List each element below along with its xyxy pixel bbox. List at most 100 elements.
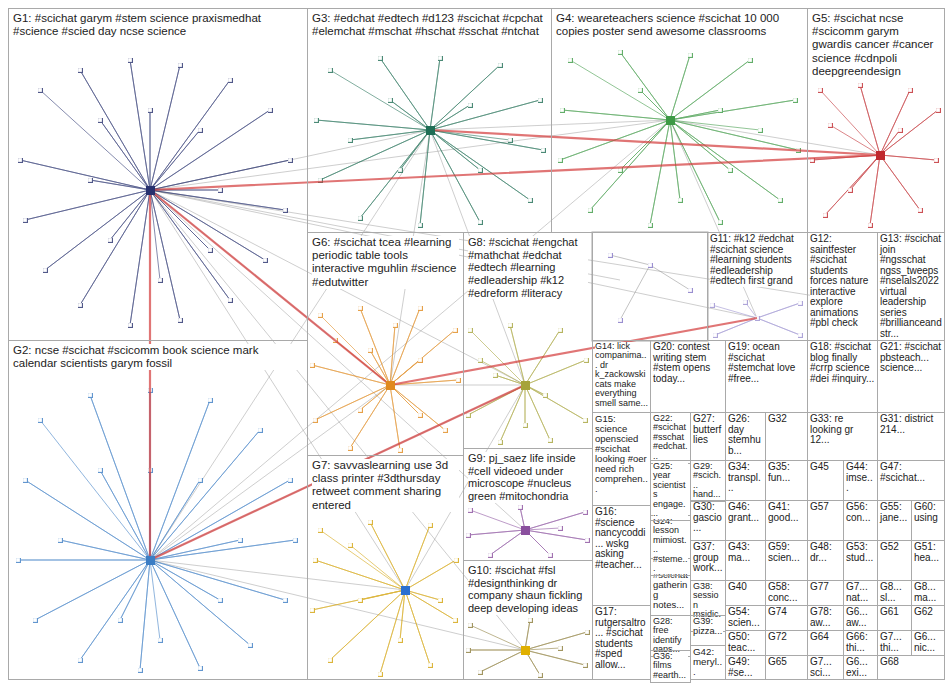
group-box: G34: transpl... xyxy=(725,460,766,501)
group-label: G15: science openscied #scichat looking … xyxy=(595,414,648,494)
hub-vertex xyxy=(146,556,155,565)
group-box: G6... aw... xyxy=(843,605,878,631)
cluster-g7 xyxy=(312,522,456,674)
group-box: G32 xyxy=(765,412,808,461)
group-label: G65 xyxy=(768,657,805,668)
group-box: G18: #scichat blog finally #crrp science… xyxy=(807,340,878,413)
group-label: G1: #scichat garym #stem science praxism… xyxy=(13,12,303,38)
group-label: G31: district 214... xyxy=(880,414,942,435)
group-label: G18: #scichat blog finally #crrp science… xyxy=(810,342,875,384)
group-box: G20: contest writing stem #stem opens to… xyxy=(650,340,726,413)
group-label: G35: fun... xyxy=(768,462,805,483)
group-box: G22: #scichat #sschat #edchat... xyxy=(650,412,691,464)
group-label: G47: #scichat... xyxy=(880,462,942,483)
group-label: G39: pizza... xyxy=(693,617,723,636)
cluster-g8 xyxy=(468,325,586,442)
group-label: G42: meryl... xyxy=(693,647,723,678)
group-box: G31: district 214... xyxy=(877,412,945,461)
group-box: G58: conc... xyxy=(765,580,808,606)
group-label: G45 xyxy=(810,462,841,473)
hub-vertex xyxy=(386,381,395,390)
group-box: G17: rutgersaltro... #scichat students #… xyxy=(592,605,651,680)
group-label: G29: #scich... hand... xyxy=(693,462,723,500)
group-box: G65 xyxy=(765,655,808,680)
group-box: G56: con... xyxy=(843,500,878,541)
group-box: G51: hea... xyxy=(911,540,945,581)
group-box: G6: #scichat tcea #learning periodic tab… xyxy=(307,232,464,456)
group-box: G10: #scichat #fsl #designthinking dr co… xyxy=(463,560,593,680)
group-label: G55: jane... xyxy=(880,502,909,523)
group-label: G14: lick companima... dr k_zackowski ca… xyxy=(595,342,648,408)
group-label: G24: lesson mimiost... #steme... xyxy=(653,517,688,574)
group-label: G43: ma... xyxy=(728,542,763,563)
hub-vertex xyxy=(401,586,410,595)
group-box: G4: weareteachers science #scichat 10 00… xyxy=(551,8,808,233)
group-label: G56: con... xyxy=(846,502,875,523)
group-box: G64 xyxy=(807,630,844,656)
group-box: G40 xyxy=(725,580,766,606)
group-label: G6... exi... xyxy=(846,657,875,678)
group-box: G39: pizza... xyxy=(690,615,726,646)
cluster-g3 xyxy=(316,58,543,225)
group-label: G3: #edchat #edtech #d123 #scichat #cpch… xyxy=(312,12,547,38)
group-box: G61 xyxy=(877,605,912,631)
group-label: G36: films #earth... xyxy=(653,652,688,680)
group-label: G52 xyxy=(880,542,909,553)
group-box: G46: grant... xyxy=(725,500,766,541)
group-box: G26: day stemhub... xyxy=(725,412,766,461)
group-label: G78: aw... xyxy=(810,607,841,628)
group-box: G19: ocean #scichat #stemchat love #free… xyxy=(725,340,808,413)
group-box: G11: #k12 #edchat #scichat science #lear… xyxy=(707,232,808,341)
group-label: G51: hea... xyxy=(914,542,942,563)
cluster-g10 xyxy=(468,620,587,675)
hub-vertex xyxy=(521,646,530,655)
group-label: G66: thi... xyxy=(846,632,875,653)
group-box: G78: aw... xyxy=(807,605,844,631)
group-box: G12: saintfester #scichat students force… xyxy=(807,232,878,341)
group-label: G26: day stemhub... xyxy=(728,414,763,456)
group-label: G16: #science nancycoddi... wskg asking … xyxy=(595,507,648,570)
group-label: G34: transpl... xyxy=(728,462,763,494)
group-label: G64 xyxy=(810,632,841,643)
group-box: G29: #scich... hand... xyxy=(690,460,726,502)
group-label: G7... thi... xyxy=(880,632,909,653)
group-box: G2: ncse #scichat #scicomm book science … xyxy=(8,340,308,680)
group-box: G27: butterflies xyxy=(690,412,726,461)
group-label: G57 xyxy=(810,502,841,513)
group-label: G6... nic... xyxy=(914,632,942,653)
group-label: G44: imse... xyxy=(846,462,875,494)
group-label: G22: #scichat #sschat #edchat... xyxy=(653,414,688,461)
group-box: G68 xyxy=(877,655,945,680)
group-label: G10: #scichat #fsl #designthinking dr co… xyxy=(468,564,588,615)
cluster-g2 xyxy=(18,390,295,670)
group-box: G48: dr... xyxy=(807,540,844,581)
group-box: G74 xyxy=(765,605,808,631)
group-box: G6... exi... xyxy=(843,655,878,680)
group-box: G42: meryl... xyxy=(690,645,726,680)
group-box: G7... thi... xyxy=(877,630,912,656)
group-box: G30: gascio... xyxy=(690,500,726,541)
group-box: G21: #scichat pbsteach... science... xyxy=(877,340,945,413)
group-label: G32 xyxy=(768,414,805,425)
group-box: G14: lick companima... dr k_zackowski ca… xyxy=(592,340,651,413)
group-box: G57 xyxy=(807,500,844,541)
group-box: G55: jane... xyxy=(877,500,912,541)
group-box: G7: savvaslearning use 3d class printer … xyxy=(307,455,464,680)
group-label: G41: good... xyxy=(768,502,805,523)
group-label: G25: year scientists engage... xyxy=(653,462,688,519)
group-label: G50: teac... xyxy=(728,632,763,653)
group-label: G68 xyxy=(880,657,942,668)
group-label: G62 xyxy=(914,607,942,618)
cluster-g1 xyxy=(20,60,290,325)
group-label: G54: scien... xyxy=(728,607,763,628)
group-box: G8... ma... xyxy=(911,580,945,606)
hub-vertex xyxy=(876,151,885,160)
group-label: G19: ocean #scichat #stemchat love #free… xyxy=(728,342,805,384)
group-label: G74 xyxy=(768,607,805,618)
group-label: G40 xyxy=(728,582,763,593)
inter-group-edges xyxy=(150,120,880,650)
group-label: G7: savvaslearning use 3d class printer … xyxy=(312,459,459,512)
group-label: G30: gascio... xyxy=(693,502,723,534)
group-label: G72 xyxy=(768,632,805,643)
